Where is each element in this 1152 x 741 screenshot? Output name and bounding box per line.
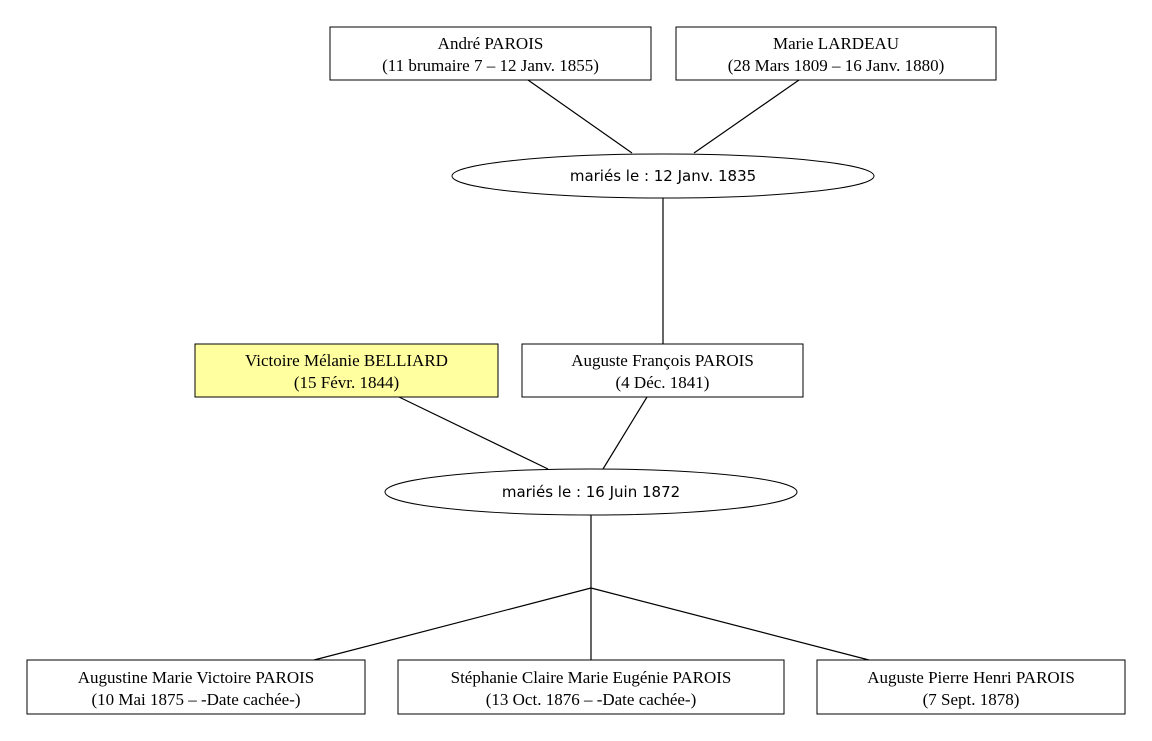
person-name: Victoire Mélanie BELLIARD [245, 351, 448, 370]
person-dates: (10 Mai 1875 – -Date cachée-) [91, 690, 300, 709]
marriage-label: mariés le : 12 Janv. 1835 [570, 167, 756, 185]
person-box-bg [194, 343, 499, 398]
person-dates: (11 brumaire 7 – 12 Janv. 1855) [382, 56, 599, 75]
person-box-bg [816, 659, 1126, 715]
person-box-auguste-francois-parois[interactable]: Auguste François PAROIS (4 Déc. 1841) [521, 343, 804, 398]
edge-andre-to-marriage-1835 [527, 79, 633, 154]
edge-junction-to-auguste-pierre [590, 587, 870, 661]
edge-auguste-francois-to-marriage-1872 [602, 396, 648, 470]
marriage-node-1872[interactable]: mariés le : 16 Juin 1872 [384, 468, 798, 516]
person-box-auguste-pierre-parois[interactable]: Auguste Pierre Henri PAROIS (7 Sept. 187… [816, 659, 1126, 715]
person-box-augustine-parois[interactable]: Augustine Marie Victoire PAROIS (10 Mai … [26, 659, 366, 715]
person-box-victoire-belliard[interactable]: Victoire Mélanie BELLIARD (15 Févr. 1844… [194, 343, 499, 398]
person-name: Augustine Marie Victoire PAROIS [78, 668, 315, 687]
person-dates: (4 Déc. 1841) [616, 373, 710, 392]
marriage-node-1835[interactable]: mariés le : 12 Janv. 1835 [451, 153, 875, 199]
person-dates: (15 Févr. 1844) [294, 373, 399, 392]
edge-marie-to-marriage-1835 [693, 79, 800, 154]
marriage-ellipse [384, 468, 798, 516]
person-box-bg [397, 659, 785, 715]
person-name: Auguste François PAROIS [571, 351, 754, 370]
person-box-bg [521, 343, 804, 398]
person-box-bg [26, 659, 366, 715]
person-name: Marie LARDEAU [773, 34, 899, 53]
tree-edges [313, 79, 870, 661]
edge-victoire-to-marriage-1872 [398, 396, 549, 470]
person-box-marie-lardeau[interactable]: Marie LARDEAU (28 Mars 1809 – 16 Janv. 1… [675, 26, 997, 81]
person-dates: (7 Sept. 1878) [923, 690, 1020, 709]
person-name: André PAROIS [438, 34, 544, 53]
marriage-label: mariés le : 16 Juin 1872 [502, 483, 680, 501]
person-box-stephanie-parois[interactable]: Stéphanie Claire Marie Eugénie PAROIS (1… [397, 659, 785, 715]
person-name: Auguste Pierre Henri PAROIS [867, 668, 1075, 687]
person-dates: (13 Oct. 1876 – -Date cachée-) [486, 690, 697, 709]
edge-junction-to-augustine [313, 587, 592, 661]
person-box-bg [675, 26, 997, 81]
person-box-andre-parois[interactable]: André PAROIS (11 brumaire 7 – 12 Janv. 1… [329, 26, 652, 81]
person-name: Stéphanie Claire Marie Eugénie PAROIS [451, 668, 732, 687]
person-box-bg [329, 26, 652, 81]
marriage-ellipse [451, 153, 875, 199]
person-dates: (28 Mars 1809 – 16 Janv. 1880) [728, 56, 945, 75]
